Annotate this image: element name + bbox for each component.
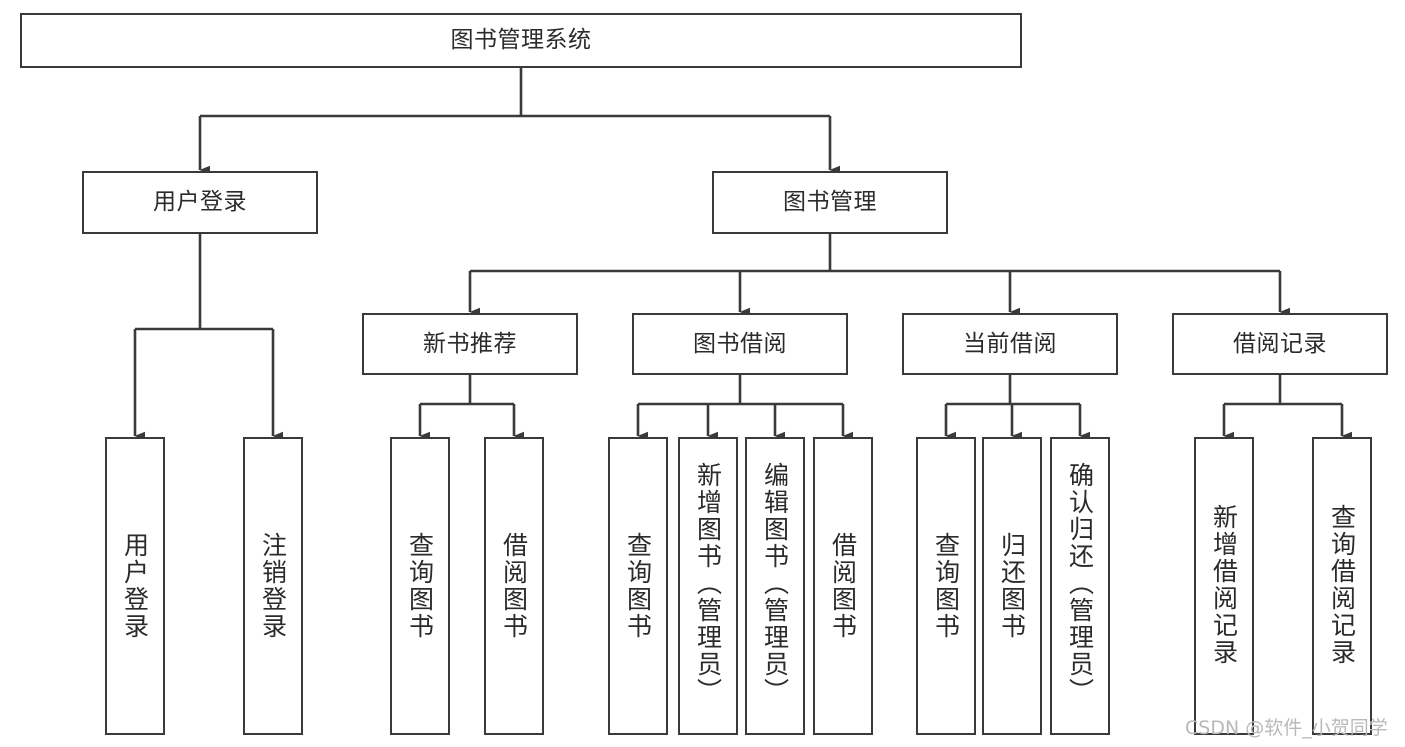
node-label: 用户登录 <box>120 532 150 640</box>
node-label: 归还图书 <box>997 532 1027 640</box>
node-leaf-return[interactable]: 归还图书 <box>982 437 1042 735</box>
node-label: 新增图书（管理员） <box>693 462 723 705</box>
node-label: 借阅图书 <box>828 532 858 640</box>
node-leaf-add-rec[interactable]: 新增借阅记录 <box>1194 437 1254 735</box>
node-label: 查询图书 <box>931 532 961 640</box>
node-label: 新增借阅记录 <box>1209 504 1239 666</box>
node-label: 图书管理系统 <box>450 27 592 53</box>
node-leaf-confirm[interactable]: 确认归还（管理员） <box>1050 437 1110 735</box>
node-new-book-rec[interactable]: 新书推荐 <box>362 313 578 375</box>
node-book-manage[interactable]: 图书管理 <box>712 171 948 234</box>
node-root[interactable]: 图书管理系统 <box>20 13 1022 68</box>
node-label: 注销登录 <box>258 532 288 640</box>
watermark-text: CSDN @软件_小贺同学 <box>1185 717 1388 739</box>
node-leaf-query-1[interactable]: 查询图书 <box>390 437 450 735</box>
node-label: 用户登录 <box>153 189 247 215</box>
node-label: 查询借阅记录 <box>1327 504 1357 666</box>
node-label: 编辑图书（管理员） <box>760 462 790 705</box>
node-leaf-logout[interactable]: 注销登录 <box>243 437 303 735</box>
node-leaf-edit-book[interactable]: 编辑图书（管理员） <box>745 437 805 735</box>
node-label: 借阅记录 <box>1233 330 1327 357</box>
node-user-login[interactable]: 用户登录 <box>82 171 318 234</box>
node-label: 图书借阅 <box>693 330 787 357</box>
node-label: 新书推荐 <box>423 330 517 357</box>
node-leaf-query-3[interactable]: 查询图书 <box>916 437 976 735</box>
node-label: 图书管理 <box>783 189 877 215</box>
node-leaf-query-rec[interactable]: 查询借阅记录 <box>1312 437 1372 735</box>
node-label: 确认归还（管理员） <box>1065 462 1095 705</box>
node-leaf-login[interactable]: 用户登录 <box>105 437 165 735</box>
node-current-borrow[interactable]: 当前借阅 <box>902 313 1118 375</box>
node-leaf-query-2[interactable]: 查询图书 <box>608 437 668 735</box>
node-leaf-add-book[interactable]: 新增图书（管理员） <box>678 437 738 735</box>
node-label: 查询图书 <box>405 532 435 640</box>
node-leaf-borrow-1[interactable]: 借阅图书 <box>484 437 544 735</box>
node-label: 当前借阅 <box>963 330 1057 357</box>
node-book-borrow[interactable]: 图书借阅 <box>632 313 848 375</box>
node-leaf-borrow-2[interactable]: 借阅图书 <box>813 437 873 735</box>
node-borrow-record[interactable]: 借阅记录 <box>1172 313 1388 375</box>
node-label: 借阅图书 <box>499 532 529 640</box>
node-label: 查询图书 <box>623 532 653 640</box>
